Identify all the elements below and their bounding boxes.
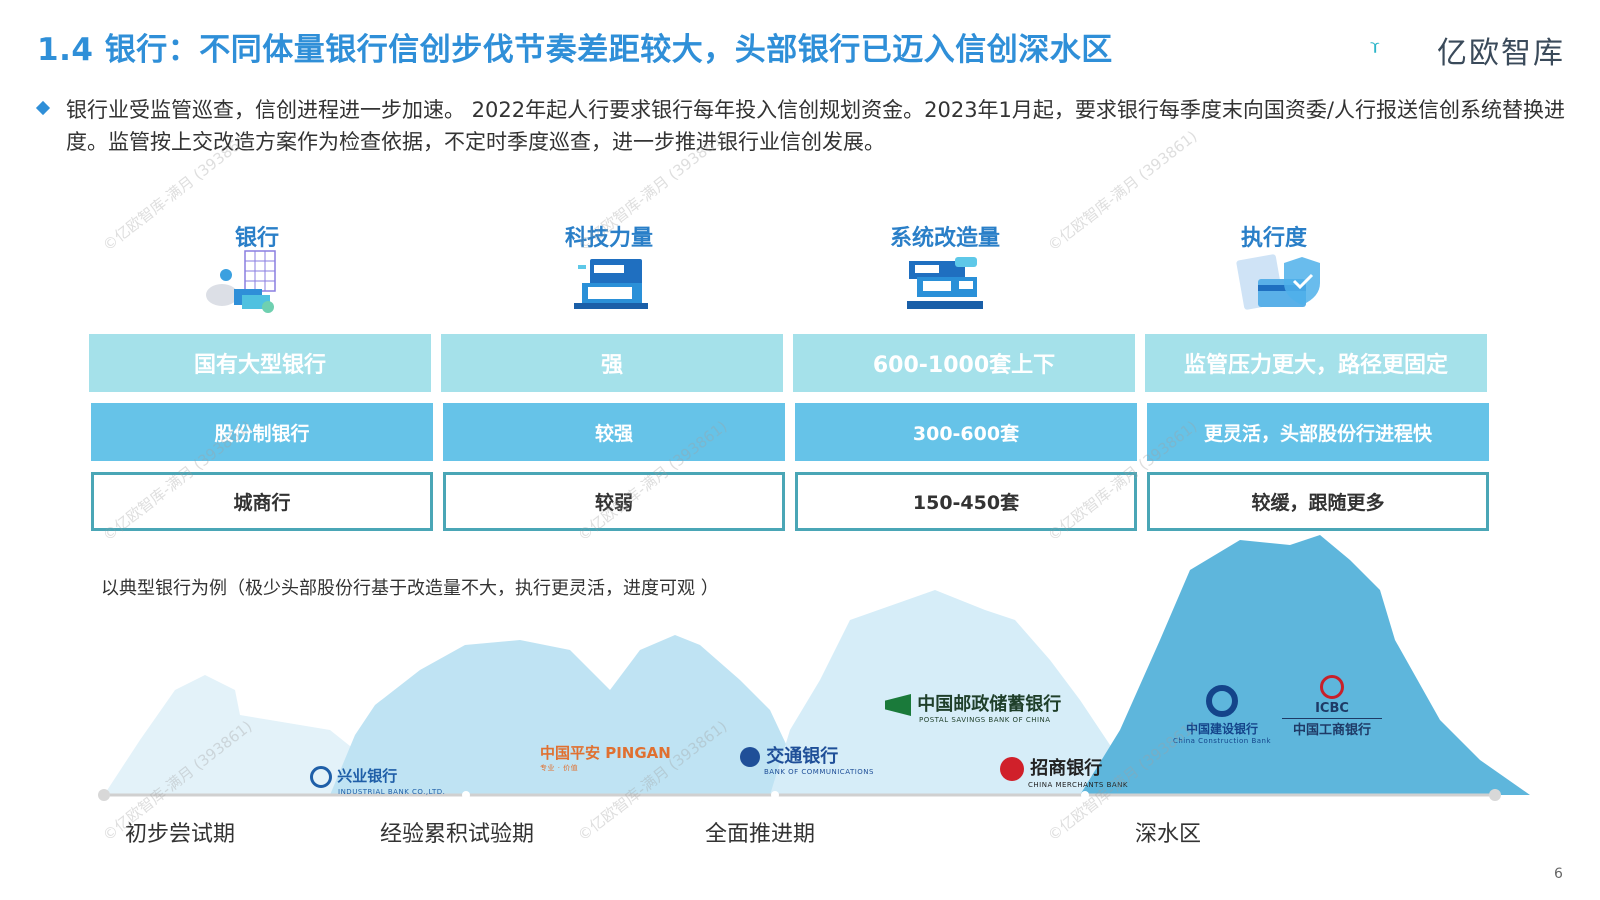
- pingan-sub: 专业 · 价值: [540, 764, 579, 772]
- icbc-bank-name: 中国工商银行: [1282, 718, 1382, 738]
- page-number: 6: [1554, 866, 1563, 882]
- brand-name: 亿欧智库: [1437, 36, 1565, 71]
- cell-row3-execution: 较缓，跟随更多: [1147, 472, 1489, 531]
- column-header-bank: 银行: [234, 226, 279, 251]
- construction-bank-logo: 中国建设银行 China Construction Bank: [1167, 685, 1277, 745]
- stage-label-full-push: 全面推进期: [705, 822, 816, 847]
- xingye-bank-logo: 兴业银行 INDUSTRIAL BANK CO.,LTD.: [310, 765, 445, 796]
- cell-row3-bank: 城商行: [91, 472, 433, 531]
- cell-row1-execution: 监管压力更大，路径更固定: [1145, 334, 1487, 392]
- computer-icon: [574, 259, 648, 309]
- postal-bank-name: 中国邮政储蓄银行: [917, 694, 1062, 715]
- cell-row2-bank: 股份制银行: [91, 403, 433, 461]
- icbc-logo: ICBC 中国工商银行: [1282, 675, 1382, 738]
- merchants-bank-sub: CHINA MERCHANTS BANK: [1028, 781, 1128, 789]
- postal-savings-bank-logo: 中国邮政储蓄银行 POSTAL SAVINGS BANK OF CHINA: [885, 690, 1061, 724]
- system-icon: [907, 257, 983, 309]
- merchants-emblem-icon: [1000, 757, 1024, 781]
- merchants-bank-name: 招商银行: [1030, 758, 1103, 779]
- stage-label-deep-water: 深水区: [1135, 822, 1202, 847]
- cell-row1-bank: 国有大型银行: [89, 334, 431, 392]
- mountain-illustration: [98, 535, 1530, 801]
- cell-row3-system: 150-450套: [795, 472, 1137, 531]
- postal-emblem-icon: [885, 694, 911, 716]
- icbc-abbr: ICBC: [1315, 701, 1349, 716]
- cell-row1-system: 600-1000套上下: [793, 334, 1135, 392]
- bank-piggy-icon: [206, 250, 276, 313]
- column-header-tech: 科技力量: [564, 226, 653, 251]
- stage-label-experiment: 经验累积试验期: [380, 822, 535, 847]
- construction-emblem-icon: [1206, 685, 1238, 717]
- construction-bank-name: 中国建设银行: [1185, 722, 1258, 736]
- shield-card-icon: [1236, 254, 1320, 310]
- cell-row3-tech: 较弱: [443, 472, 785, 531]
- column-header-execution: 执行度: [1240, 226, 1307, 251]
- cell-row2-system: 300-600套: [795, 403, 1137, 461]
- postal-bank-sub: POSTAL SAVINGS BANK OF CHINA: [919, 716, 1051, 724]
- pingan-logo: 中国平安 PINGAN 专业 · 价值: [540, 742, 671, 773]
- cell-row2-tech: 较强: [443, 403, 785, 461]
- jiaotong-bank-sub: BANK OF COMMUNICATIONS: [764, 768, 874, 776]
- merchants-bank-logo: 招商银行 CHINA MERCHANTS BANK: [1000, 754, 1128, 789]
- jiaotong-emblem-icon: [740, 747, 760, 767]
- icbc-emblem-icon: [1320, 675, 1344, 699]
- example-note: 以典型银行为例（极少头部股份行基于改造量不大，执行更灵活，进度可观 ）: [101, 578, 719, 599]
- jiaotong-bank-logo: 交通银行 BANK OF COMMUNICATIONS: [740, 742, 874, 776]
- cell-row2-execution: 更灵活，头部股份行进程快: [1147, 403, 1489, 461]
- bullet-icon: [35, 100, 51, 116]
- cell-row1-tech: 强: [441, 334, 783, 392]
- construction-bank-sub: China Construction Bank: [1172, 737, 1272, 745]
- xingye-bank-sub: INDUSTRIAL BANK CO.,LTD.: [338, 787, 446, 796]
- intro-text: 银行业受监管巡查，信创进程进一步加速。 2022年起人行要求银行每年投入信创规划…: [66, 98, 1565, 154]
- xingye-bank-name: 兴业银行: [337, 767, 398, 785]
- column-header-system: 系统改造量: [889, 226, 1000, 251]
- pingan-name: 中国平安 PINGAN: [540, 744, 671, 762]
- brand-logo-icon: [1370, 42, 1380, 53]
- stage-label-initial: 初步尝试期: [125, 822, 236, 847]
- jiaotong-bank-name: 交通银行: [766, 746, 839, 767]
- page-title: 1.4 银行：不同体量银行信创步伐节奏差距较大，头部银行已迈入信创深水区: [37, 32, 1113, 68]
- xingye-swirl-icon: [310, 765, 332, 788]
